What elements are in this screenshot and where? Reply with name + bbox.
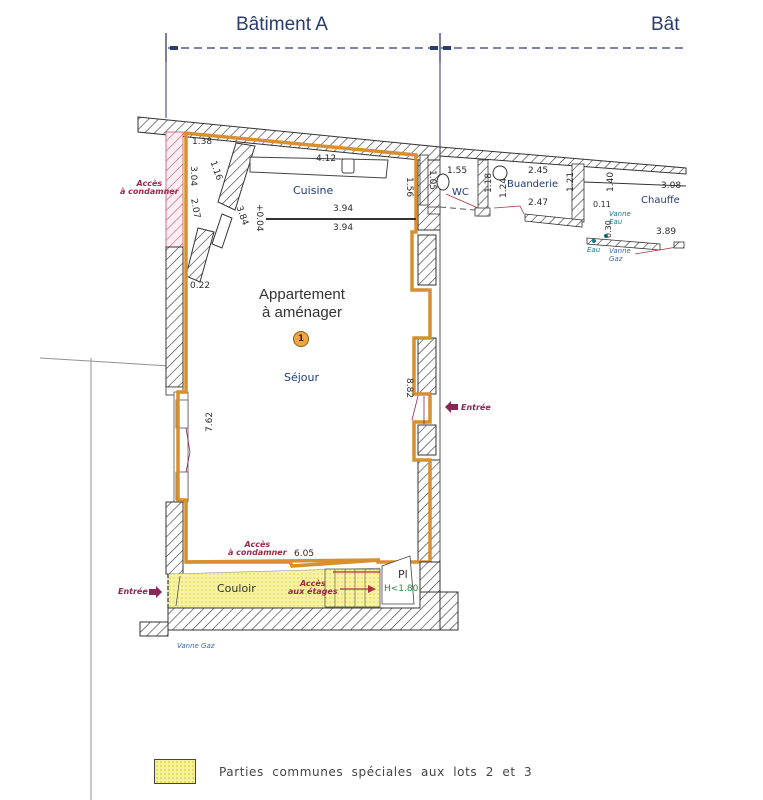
- legend-swatch-common-area: [154, 759, 196, 784]
- room-wc: WC: [452, 187, 469, 198]
- dim-sejour-right: 8.82: [404, 378, 414, 399]
- apartment-title-line-2: à aménager: [261, 304, 343, 321]
- kitchen-angled-wall: [217, 142, 256, 211]
- dim-sejour-left: 7.62: [205, 411, 215, 432]
- building-dimension-line: [165, 33, 686, 62]
- lot-number-badge: 1: [293, 331, 309, 347]
- wc-toilet-icon: [436, 173, 450, 191]
- dim-chauffe-small1: 0.11: [593, 200, 611, 209]
- left-window-chevron: [185, 427, 191, 473]
- room-sejour: Séjour: [284, 371, 320, 384]
- annex-rooms: [419, 154, 687, 255]
- left-wall: [165, 246, 184, 388]
- acces-line-2: à condamner: [120, 187, 179, 196]
- room-couloir: Couloir: [217, 582, 256, 595]
- dim-cuisine-top-left: 1.38: [192, 137, 213, 147]
- dim-cuisine-worktop: 4.12: [316, 154, 337, 164]
- acces-condamner-left: Accès à condamner: [120, 180, 179, 196]
- room-chauffe: Chauffe: [641, 195, 680, 206]
- building-b-label: Bât: [651, 14, 680, 35]
- acces-bottom-line-1: Accès: [244, 540, 271, 549]
- vanne-gaz-line-2: Gaz: [609, 254, 623, 263]
- vanne-gaz-label: Vanne Gaz: [609, 247, 631, 263]
- buanderie-basin-icon: [492, 165, 508, 181]
- dim-cuisine-right: 1.56: [404, 177, 414, 198]
- dim-cuisine-left: 3.04: [188, 166, 198, 187]
- acces-bottom-line-2: à condamner: [228, 548, 287, 557]
- dim-left-small: 0.22: [190, 281, 211, 291]
- entree-left-label: Entrée: [118, 587, 148, 596]
- dim-chauffe-top: 3.08: [661, 181, 682, 191]
- dim-wc-left: 1.05: [427, 170, 437, 191]
- dim-cuisine-width-top: 3.94: [333, 204, 354, 214]
- right-entry-door: [411, 395, 425, 424]
- acces-etages-line-1: Accès: [299, 579, 326, 588]
- entree-right-label: Entrée: [461, 403, 491, 412]
- building-a-label: Bâtiment A: [236, 14, 328, 35]
- vanne-eau-line-1: Vanne: [609, 210, 631, 218]
- legend-label: Parties communes spéciales aux lots 2 et…: [219, 765, 533, 779]
- room-buanderie: Buanderie: [507, 179, 559, 190]
- acces-condamner-bottom: Accès à condamner: [228, 541, 287, 557]
- entry-arrow-right-icon: [445, 401, 458, 413]
- acces-etages-line-2: aux étages: [288, 587, 338, 596]
- dim-placard-height: H<1.80: [384, 584, 419, 594]
- apartment-title: Appartement à aménager: [246, 287, 358, 320]
- apartment-outline: [176, 131, 432, 564]
- dim-height-mark: +0.04: [254, 204, 264, 232]
- vanne-gaz-line-1: Vanne: [609, 247, 631, 255]
- dim-wc-right: 1.18: [484, 172, 494, 193]
- placard: [381, 555, 415, 605]
- staircase: [324, 568, 381, 608]
- dim-cuisine-width-bottom: 3.94: [333, 223, 354, 233]
- entry-arrow-left-icon: [149, 586, 162, 598]
- dim-wc-width: 1.55: [447, 166, 468, 176]
- annex-top-wall: [439, 146, 687, 175]
- dim-chauffe-bottom: 3.89: [656, 227, 677, 237]
- vanne-gaz-bottom-label: Vanne Gaz: [177, 642, 215, 650]
- eau-label: Eau: [587, 246, 601, 254]
- acces-line-1: Accès: [136, 179, 163, 188]
- vanne-eau-line-2: Eau: [609, 217, 623, 226]
- kitchen-sink: [341, 158, 355, 174]
- room-cuisine: Cuisine: [293, 184, 334, 197]
- dim-buanderie-top: 2.45: [528, 166, 549, 176]
- dim-buanderie-bottom: 2.47: [528, 198, 549, 208]
- acces-etages: Accès aux étages: [288, 580, 338, 596]
- dim-sejour-bottom: 6.05: [294, 549, 315, 559]
- apartment-title-line-1: Appartement: [259, 286, 345, 303]
- dim-buanderie-right: 1.21: [566, 171, 576, 192]
- room-placard: Pl: [398, 568, 408, 581]
- vanne-eau-label: Vanne Eau: [609, 210, 631, 226]
- dim-chauffe-left: 1.40: [606, 171, 616, 192]
